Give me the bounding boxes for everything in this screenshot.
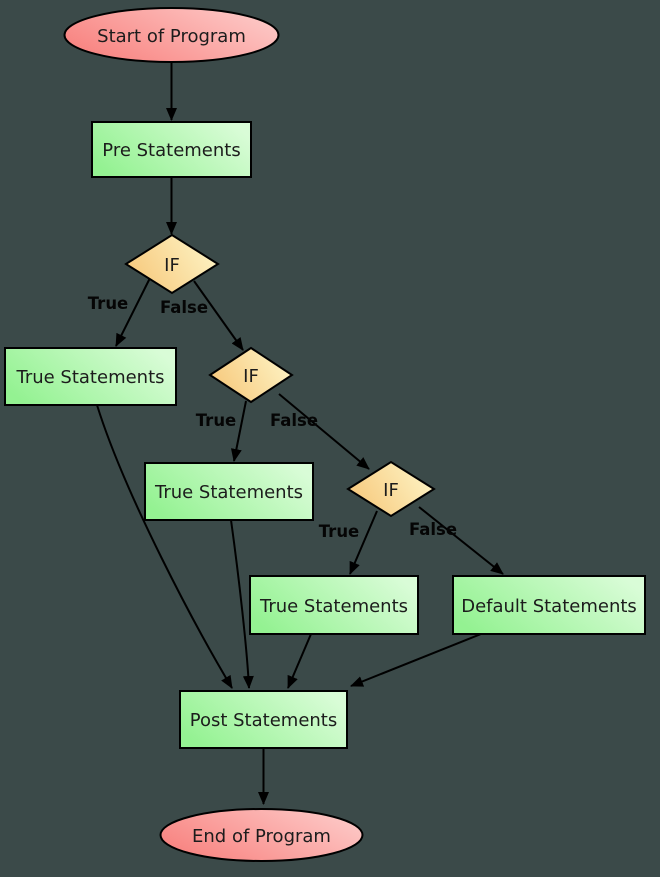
- node-true-statements-1: True Statements: [4, 347, 177, 406]
- end-ellipse-shape: [159, 808, 364, 862]
- start-ellipse-shape: [63, 7, 280, 63]
- edge-if1-false-to-if2: [193, 280, 244, 351]
- edge-if3-false-to-default: [418, 506, 504, 575]
- edge-ts2-to-post: [230, 519, 254, 689]
- end-label: End of Program: [192, 826, 331, 847]
- edge-label-if2-false: False: [270, 411, 318, 430]
- edge-if2-false-to-if3: [278, 393, 370, 470]
- edge-if2-true-to-ts2: [230, 400, 247, 462]
- default-label: Default Statements: [461, 596, 637, 617]
- pre-box-shape: [91, 121, 252, 178]
- if3-label: IF: [383, 480, 399, 501]
- if3-diamond-shape: [346, 460, 436, 518]
- post-label: Post Statements: [190, 710, 337, 731]
- edge-label-if1-false: False: [160, 298, 208, 317]
- edge-label-if3-true: True: [319, 522, 360, 541]
- edges: [96, 62, 504, 805]
- if2-diamond-shape: [208, 346, 294, 404]
- edge-label-if1-true: True: [88, 294, 129, 313]
- node-true-statements-3: True Statements: [249, 575, 419, 635]
- edge-ts1-to-post: [96, 404, 233, 689]
- node-default-statements: Default Statements: [452, 575, 646, 635]
- start-label: Start of Program: [97, 26, 246, 47]
- node-if-1: IF: [124, 233, 220, 295]
- edge-labels: True False True False True False: [88, 294, 457, 541]
- node-end-of-program: End of Program: [159, 808, 364, 862]
- if2-label: IF: [243, 366, 259, 387]
- if1-diamond-shape: [124, 233, 220, 295]
- post-box-shape: [179, 690, 348, 749]
- edge-if3-true-to-ts3: [349, 510, 378, 575]
- pre-label: Pre Statements: [102, 140, 240, 161]
- node-post-statements: Post Statements: [179, 690, 348, 749]
- ts2-label: True Statements: [154, 482, 303, 503]
- edge-default-to-post: [350, 633, 482, 687]
- ts3-box-shape: [249, 575, 419, 635]
- edge-label-if2-true: True: [196, 411, 237, 430]
- node-pre-statements: Pre Statements: [91, 121, 252, 178]
- ts2-box-shape: [144, 462, 314, 521]
- edge-if1-true-to-ts1: [115, 277, 151, 347]
- if1-label: IF: [164, 255, 180, 276]
- node-if-2: IF: [208, 346, 294, 404]
- default-box-shape: [452, 575, 646, 635]
- node-if-3: IF: [346, 460, 436, 518]
- ts3-label: True Statements: [259, 596, 408, 617]
- ts1-label: True Statements: [15, 367, 164, 388]
- node-true-statements-2: True Statements: [144, 462, 314, 521]
- ts1-box-shape: [4, 347, 177, 406]
- edge-label-if3-false: False: [409, 520, 457, 539]
- node-start-of-program: Start of Program: [63, 7, 280, 63]
- edge-ts3-to-post: [287, 633, 312, 689]
